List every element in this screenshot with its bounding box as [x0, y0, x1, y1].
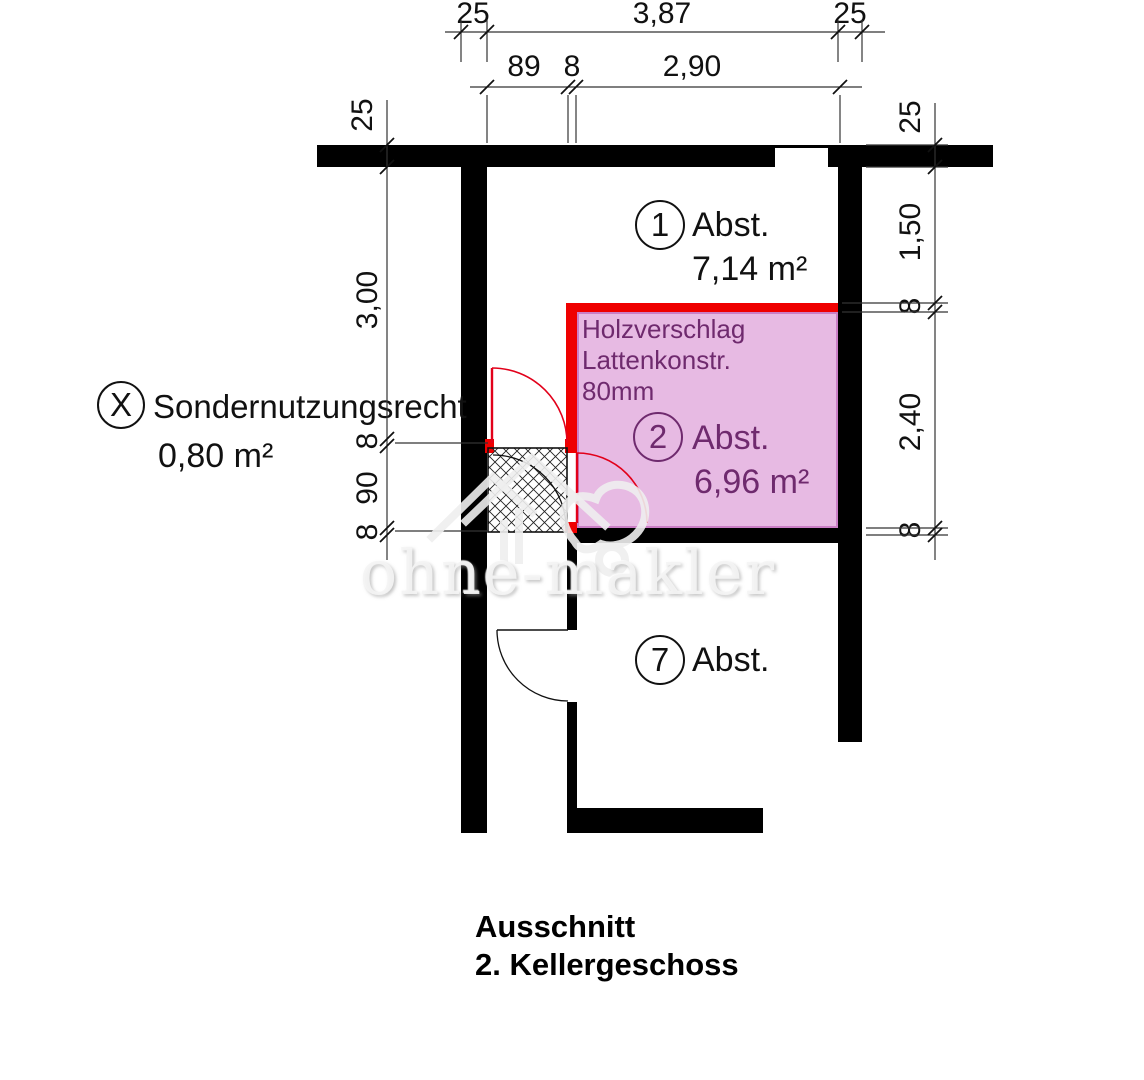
room2-number-badge: 2 — [633, 412, 683, 462]
plan-title-line1: Ausschnitt — [475, 909, 636, 944]
dim-top-387: 3,87 — [632, 0, 692, 30]
dim-top-290: 2,90 — [662, 50, 722, 83]
room2-area: 6,96 m² — [694, 463, 810, 501]
sondernutzung-symbol: X — [109, 386, 132, 423]
dim-top-25-left: 25 — [456, 0, 490, 30]
red-post-corner — [565, 439, 577, 453]
hatched-area — [487, 447, 568, 533]
sondernutzung-area: 0,80 m² — [158, 437, 274, 475]
dim-top-25-right: 25 — [833, 0, 867, 30]
dim-top-8: 8 — [563, 50, 581, 83]
room1-number: 1 — [650, 206, 670, 243]
door-red-room2 — [575, 452, 648, 524]
room1-name: Abst. — [692, 206, 770, 244]
sondernutzung-label: Sondernutzungsrecht — [153, 388, 467, 425]
dimension-lines — [386, 20, 948, 560]
wall-bottom — [567, 808, 763, 833]
room1-number-badge: 1 — [635, 200, 685, 250]
red-post-left — [485, 439, 494, 453]
room1-area: 7,14 m² — [692, 250, 808, 288]
room2-annotation-line1: Holzverschlag — [582, 314, 746, 344]
wall-mid-upper — [567, 543, 577, 630]
room7-number: 7 — [650, 641, 670, 678]
plan-title: Ausschnitt 2. Kellergeschoss — [475, 908, 739, 984]
room7-number-badge: 7 — [635, 635, 685, 685]
room2-number: 2 — [648, 418, 668, 455]
room2-annotation: Holzverschlag Lattenkonstr. 80mm — [582, 314, 745, 407]
room7-name: Abst. — [692, 641, 770, 679]
sondernutzung-badge: X — [97, 381, 145, 429]
room2-name: Abst. — [692, 419, 770, 457]
room2-annotation-line2: Lattenkonstr. — [582, 345, 731, 375]
dim-top-89: 89 — [507, 50, 541, 83]
dimension-ticks — [379, 24, 943, 543]
door-room7 — [496, 629, 569, 702]
wall-right — [838, 167, 862, 742]
partition-left-red — [566, 303, 577, 443]
door-red-corridor — [490, 367, 568, 444]
wall-top-opening — [775, 148, 828, 167]
room2-annotation-line3: 80mm — [582, 376, 655, 406]
wall-mid-lower — [567, 702, 577, 808]
plan-title-line2: 2. Kellergeschoss — [475, 947, 739, 982]
partition-top-red — [567, 303, 838, 312]
